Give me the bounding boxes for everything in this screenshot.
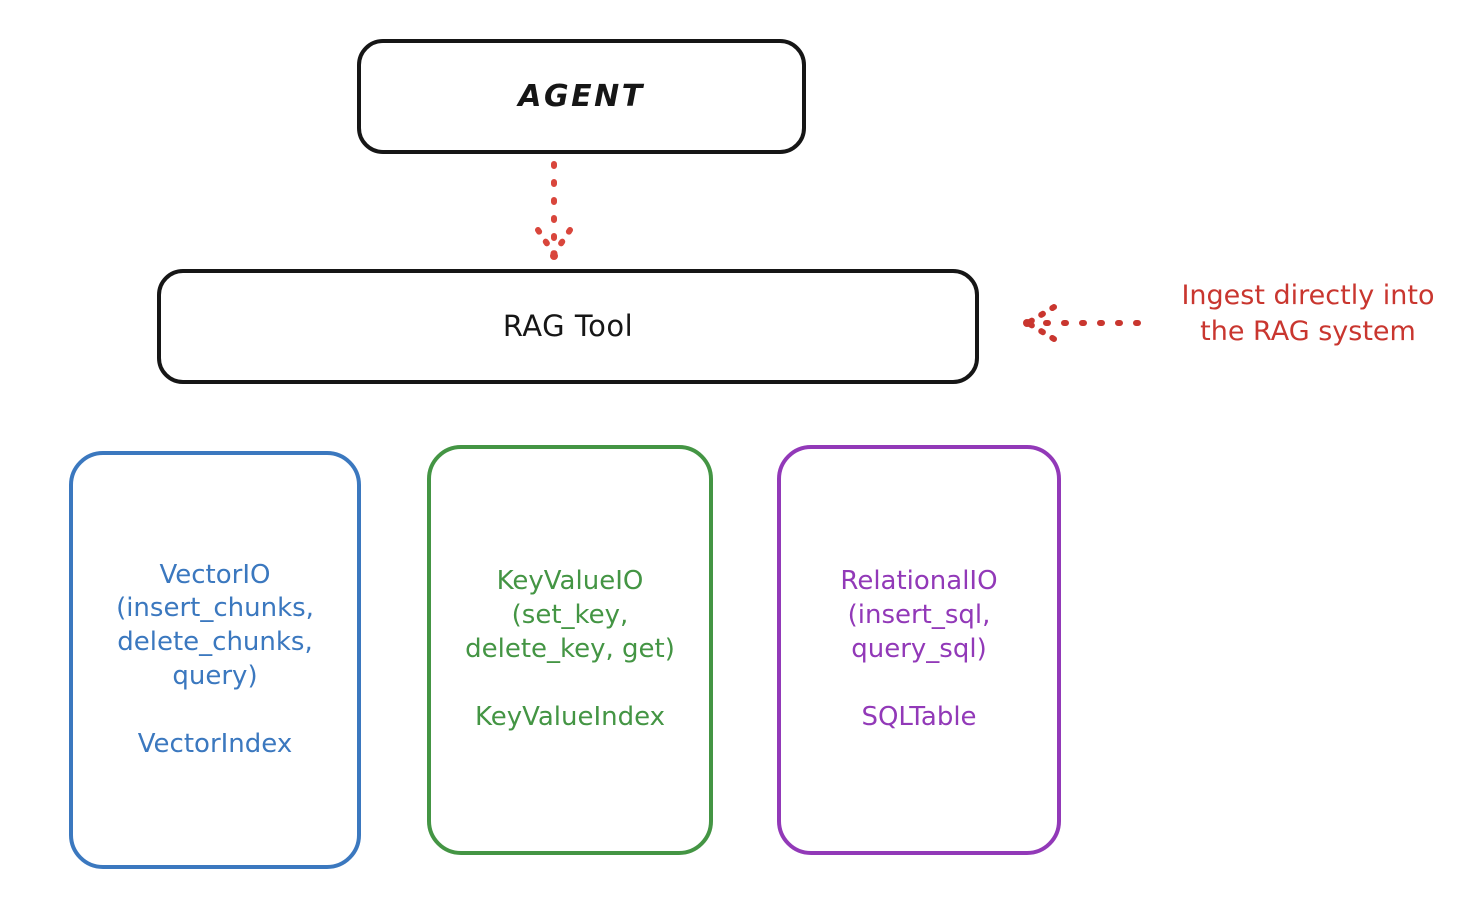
node-relational-io-label: RelationalIO (insert_sql, query_sql) <box>840 566 998 664</box>
annotation-ingest-directly: Ingest directly into the RAG system <box>1181 280 1435 348</box>
connector-agent-to-rag-tool <box>535 161 573 260</box>
node-rag-tool-label: RAG Tool <box>502 309 634 344</box>
node-agent-label: AGENT <box>518 78 645 114</box>
node-key-value-io[interactable]: KeyValueIO (set_key, delete_key, get) Ke… <box>427 445 713 855</box>
node-rag-tool[interactable]: RAG Tool <box>157 269 979 384</box>
node-vector-io-index-label: VectorIndex <box>137 728 293 759</box>
node-relational-io[interactable]: RelationalIO (insert_sql, query_sql) SQL… <box>777 445 1061 855</box>
node-vector-io-label: VectorIO (insert_chunks, delete_chunks, … <box>116 559 314 691</box>
node-key-value-io-index-label: KeyValueIndex <box>474 701 666 732</box>
node-vector-io[interactable]: VectorIO (insert_chunks, delete_chunks, … <box>69 451 361 869</box>
node-key-value-io-label: KeyValueIO (set_key, delete_key, get) <box>465 566 675 664</box>
connector-ingest-to-rag-tool <box>1023 304 1141 342</box>
node-relational-io-table-label: SQLTable <box>861 701 977 732</box>
node-agent[interactable]: AGENT <box>357 39 806 154</box>
